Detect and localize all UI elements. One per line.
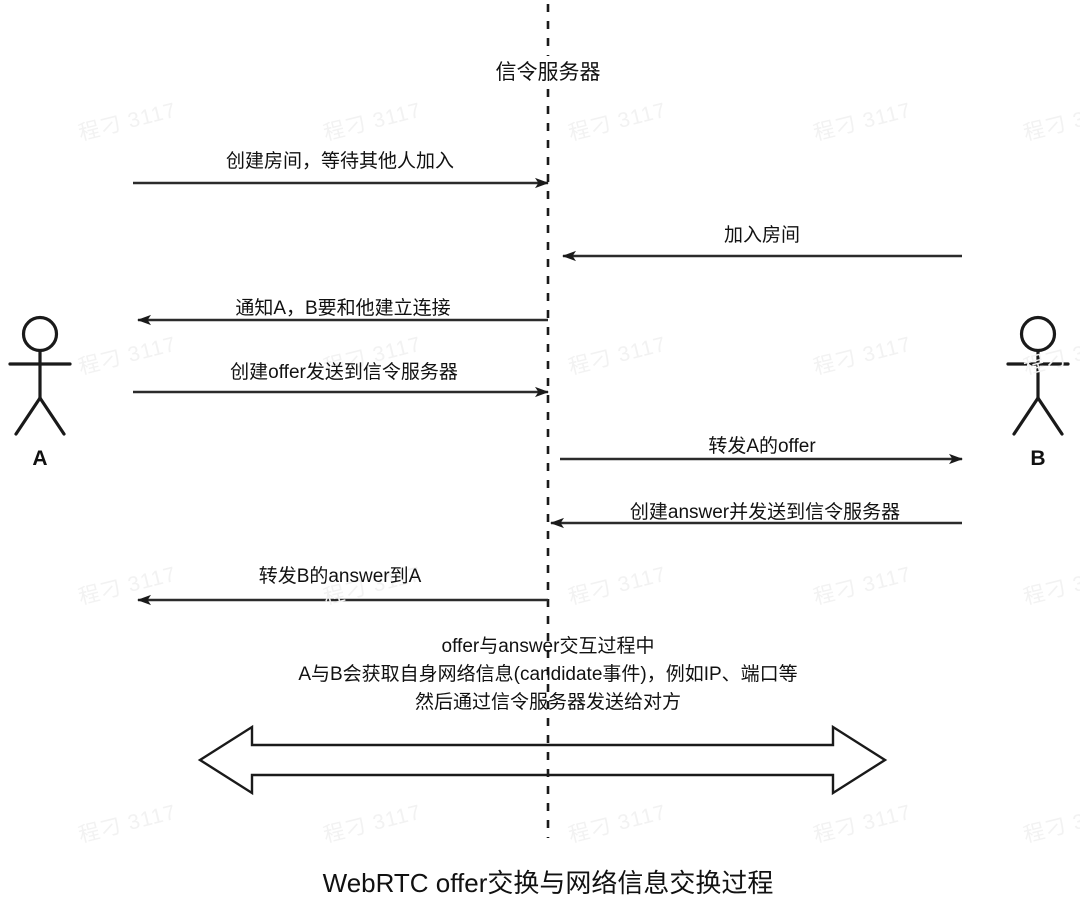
actor-figure-b <box>1006 315 1070 436</box>
message-label-7: 转发B的answer到A <box>258 566 422 587</box>
lifeline-title-signaling-server: 信令服务器 <box>489 56 607 86</box>
bidirectional-network-arrow <box>197 724 888 796</box>
actor-figure-a <box>8 315 72 436</box>
message-label-2: 加入房间 <box>723 225 801 246</box>
actor-label-a: A <box>32 447 48 470</box>
message-label-6: 创建answer并发送到信令服务器 <box>629 502 901 523</box>
message-label-1: 创建房间，等待其他人加入 <box>225 151 455 172</box>
message-label-3: 通知A，B要和他建立连接 <box>235 298 451 319</box>
message-label-5: 转发A的offer <box>708 436 816 457</box>
message-arrows <box>133 177 963 606</box>
message-label-4: 创建offer发送到信令服务器 <box>230 362 458 383</box>
note-line-1: offer与answer交互过程中 <box>441 636 655 657</box>
diagram-caption: WebRTC offer交换与网络信息交换过程 <box>322 868 774 898</box>
note-line-3: 然后通过信令服务器发送给对方 <box>414 692 682 713</box>
actor-label-b: B <box>1030 447 1046 470</box>
note-line-2: A与B会获取自身网络信息(candidate事件)，例如IP、端口等 <box>298 664 798 685</box>
